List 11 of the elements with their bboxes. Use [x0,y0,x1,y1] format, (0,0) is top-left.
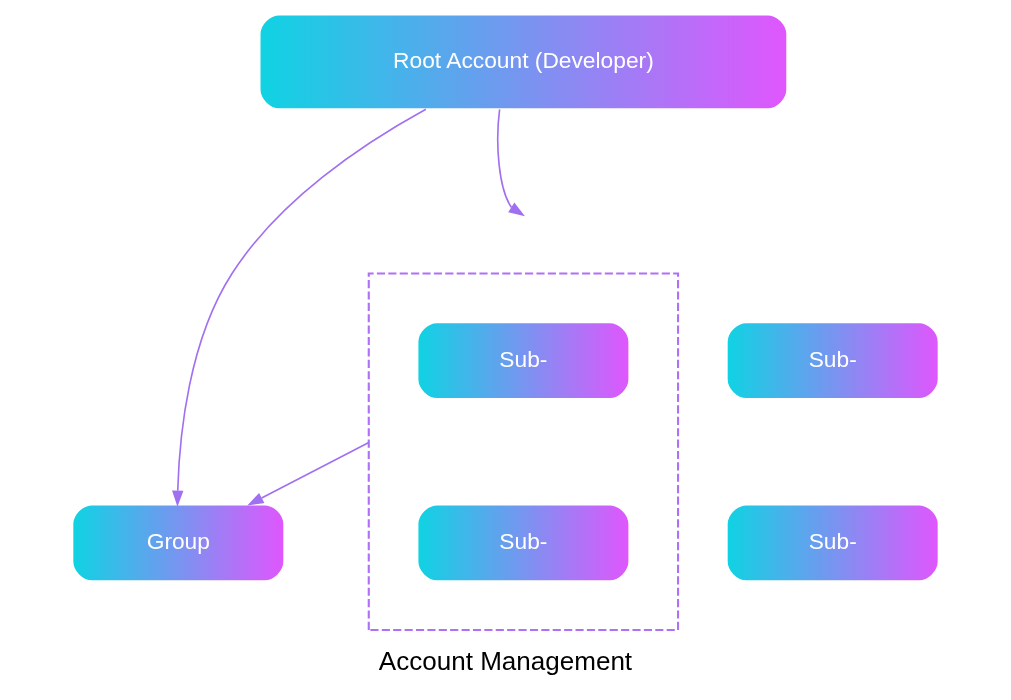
arrow [247,441,370,506]
node-box: Sub- [726,321,940,400]
node-box: Sub- [416,503,631,582]
node-box: Sub- [726,503,940,582]
node-box: Group [71,503,285,582]
cluster [367,272,680,632]
caption: Account Management [378,646,633,677]
node-box: Root Account (Developer) [258,13,788,110]
node-box: Sub- [416,321,631,400]
arrow [172,108,427,507]
arrow [496,108,525,217]
